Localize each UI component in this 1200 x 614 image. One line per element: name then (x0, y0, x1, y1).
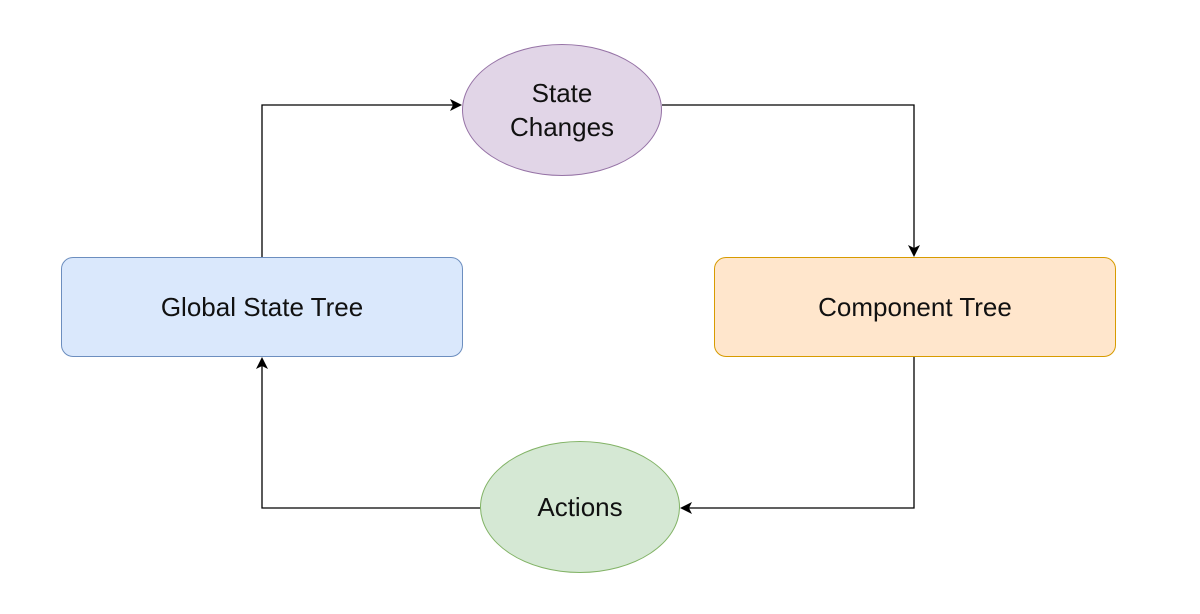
edge-state-changes-to-component (662, 104, 920, 257)
node-state-changes-label: State Changes (510, 76, 614, 144)
node-state-changes: State Changes (462, 44, 662, 176)
node-actions-label: Actions (537, 492, 623, 522)
edge-component-to-actions (680, 357, 915, 514)
node-actions: Actions (480, 441, 680, 573)
edge-actions-to-global (256, 357, 480, 509)
node-component-tree-label: Component Tree (818, 292, 1012, 322)
node-global-state-tree: Global State Tree (61, 257, 463, 357)
edge-global-to-state-changes (261, 99, 462, 257)
node-global-state-tree-label: Global State Tree (160, 292, 364, 322)
node-component-tree: Component Tree (714, 257, 1116, 357)
node-state-changes-label-line2: Changes (509, 112, 615, 142)
node-state-changes-label-line1: State (531, 78, 593, 108)
